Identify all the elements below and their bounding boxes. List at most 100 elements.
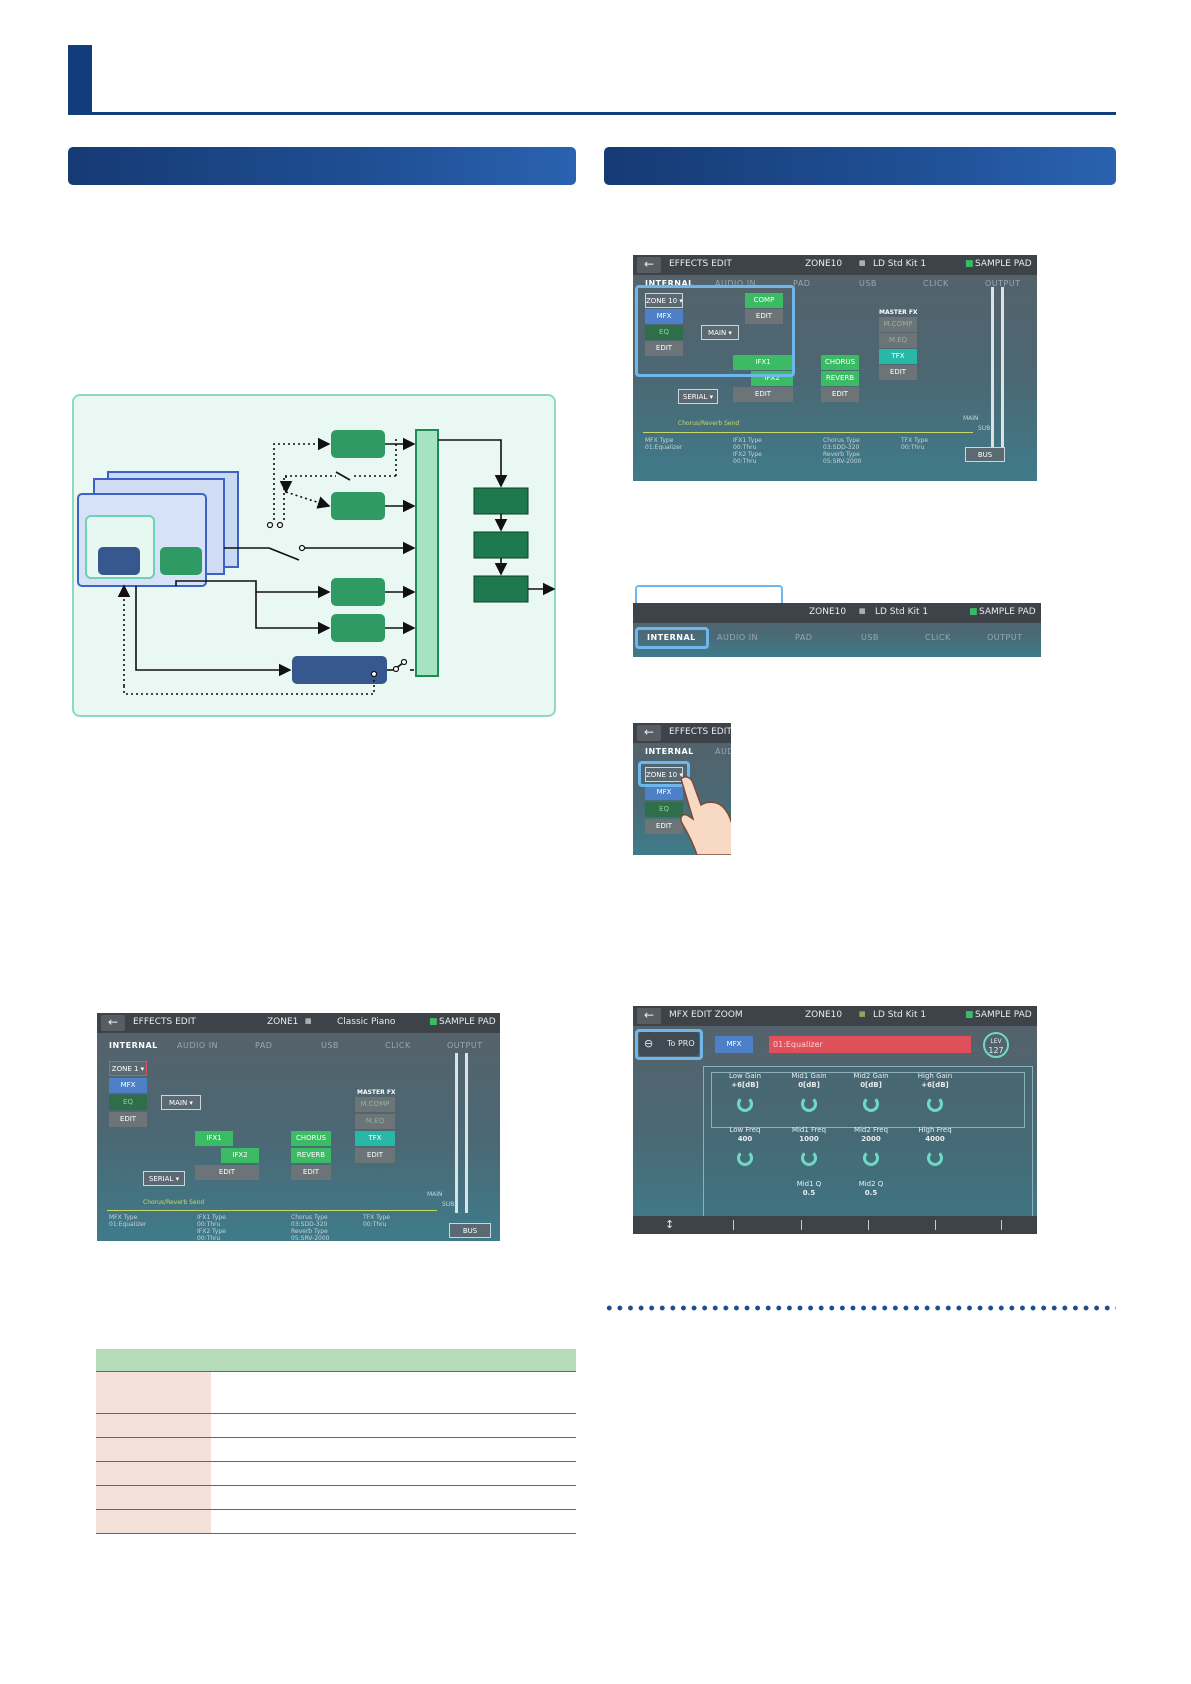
effects-edit-screen-zone1: ← EFFECTS EDIT ZONE1 ▦ Classic Piano ■ S… bbox=[97, 1013, 500, 1241]
zone-select[interactable]: ZONE 1 ▾ bbox=[109, 1061, 147, 1076]
level-value: 127 bbox=[988, 1046, 1004, 1055]
tab-bar: INTERNAL AUDIO IN PAD USB CLICK OUTPUT bbox=[633, 631, 1041, 645]
output-select-label: MAIN bbox=[169, 1099, 188, 1107]
master-edit-button[interactable]: EDIT bbox=[355, 1148, 395, 1163]
sample-pad-icon: ■ bbox=[429, 1017, 438, 1027]
tab-click[interactable]: CLICK bbox=[923, 279, 949, 288]
tab-pad[interactable]: PAD bbox=[795, 633, 813, 642]
tab-audio-in[interactable]: AUDIO IN bbox=[715, 747, 731, 756]
kit-icon: ▦ bbox=[859, 259, 866, 267]
edit-button[interactable]: EDIT bbox=[645, 819, 683, 834]
chorus-button[interactable]: CHORUS bbox=[821, 355, 859, 370]
tfx-button[interactable]: TFX bbox=[879, 349, 917, 364]
tab-click[interactable]: CLICK bbox=[385, 1041, 411, 1050]
tab-audio-in[interactable]: AUDIO IN bbox=[177, 1041, 219, 1050]
eq-button[interactable]: EQ bbox=[645, 802, 683, 817]
mfx-button[interactable]: MFX bbox=[109, 1078, 147, 1093]
chorus-reverb-edit-button[interactable]: EDIT bbox=[291, 1165, 331, 1180]
back-arrow-icon[interactable]: ← bbox=[637, 1008, 661, 1024]
meq-button[interactable]: M.EQ bbox=[355, 1114, 395, 1129]
tab-output[interactable]: OUTPUT bbox=[447, 1041, 483, 1050]
mcomp-button[interactable]: M.COMP bbox=[879, 317, 917, 332]
mfx-type-value: 01:Equalizer bbox=[109, 1221, 147, 1228]
send-line bbox=[107, 1210, 437, 1211]
zone-select[interactable]: ZONE 10 ▾ bbox=[645, 767, 683, 782]
tab-pad[interactable]: PAD bbox=[793, 279, 811, 288]
sample-pad-label: SAMPLE PAD bbox=[439, 1017, 496, 1027]
ifx2-type-label: IFX2 Type bbox=[733, 451, 762, 458]
comp-button[interactable]: COMP bbox=[745, 293, 783, 308]
ifx-edit-button[interactable]: EDIT bbox=[195, 1165, 259, 1180]
param-value: 0[dB] bbox=[860, 1081, 882, 1089]
chorus-button[interactable]: CHORUS bbox=[291, 1131, 331, 1146]
bus-button[interactable]: BUS bbox=[965, 447, 1005, 462]
ifx1-button[interactable]: IFX1 bbox=[195, 1131, 233, 1146]
to-pro-button[interactable]: ⊖ To PRO bbox=[639, 1032, 699, 1056]
tab-usb[interactable]: USB bbox=[859, 279, 877, 288]
edit-button[interactable]: EDIT bbox=[645, 341, 683, 356]
tab-internal[interactable]: INTERNAL bbox=[647, 633, 696, 642]
tfx-button[interactable]: TFX bbox=[355, 1131, 395, 1146]
bus-button[interactable]: BUS bbox=[449, 1223, 491, 1238]
param-knob[interactable]: High Gain+6[dB] bbox=[907, 1072, 963, 1112]
kit-name: LD Std Kit 1 bbox=[873, 1010, 927, 1020]
mcomp-button[interactable]: M.COMP bbox=[355, 1097, 395, 1112]
eq-button[interactable]: EQ bbox=[109, 1095, 147, 1110]
output-select[interactable]: MAIN ▾ bbox=[701, 325, 739, 340]
tab-audio-in[interactable]: AUDIO IN bbox=[715, 279, 757, 288]
level-knob[interactable]: LEV 127 bbox=[983, 1032, 1009, 1058]
edit-button[interactable]: EDIT bbox=[109, 1112, 147, 1127]
serial-select[interactable]: SERIAL ▾ bbox=[143, 1171, 185, 1186]
param-knob[interactable]: Low Gain+6[dB] bbox=[717, 1072, 773, 1112]
tab-output[interactable]: OUTPUT bbox=[985, 279, 1021, 288]
back-arrow-icon[interactable]: ← bbox=[637, 725, 661, 741]
mfx-button[interactable]: MFX bbox=[645, 309, 683, 324]
tab-click[interactable]: CLICK bbox=[925, 633, 951, 642]
table-row bbox=[96, 1370, 576, 1414]
ifx2-button[interactable]: IFX2 bbox=[221, 1148, 259, 1163]
tab-audio-in[interactable]: AUDIO IN bbox=[717, 633, 759, 642]
parameter-table bbox=[96, 1349, 576, 1534]
knob-dial-icon bbox=[863, 1096, 879, 1112]
tab-usb[interactable]: USB bbox=[321, 1041, 339, 1050]
chorus-type-value: 03:SDD-320 bbox=[291, 1221, 328, 1228]
fx-block-1 bbox=[331, 430, 385, 458]
ifx1-button[interactable]: IFX1 bbox=[733, 355, 793, 370]
mfx-button[interactable]: MFX bbox=[645, 785, 683, 800]
chorus-reverb-edit-button[interactable]: EDIT bbox=[821, 387, 859, 402]
master-edit-button[interactable]: EDIT bbox=[879, 365, 917, 380]
gain-group bbox=[711, 1072, 1025, 1128]
scroll-icon[interactable]: ↕ bbox=[665, 1218, 675, 1231]
tab-internal[interactable]: INTERNAL bbox=[645, 279, 694, 288]
footer-bar: ↕ bbox=[633, 1216, 1037, 1234]
zone-select[interactable]: ZONE 10 ▾ bbox=[645, 293, 683, 308]
tab-pad[interactable]: PAD bbox=[255, 1041, 273, 1050]
output-select[interactable]: MAIN ▾ bbox=[161, 1095, 201, 1110]
back-arrow-icon[interactable]: ← bbox=[101, 1015, 125, 1031]
tab-output[interactable]: OUTPUT bbox=[987, 633, 1023, 642]
back-arrow-icon[interactable]: ← bbox=[637, 257, 661, 273]
tab-usb[interactable]: USB bbox=[861, 633, 879, 642]
serial-select[interactable]: SERIAL ▾ bbox=[678, 389, 718, 404]
comp-edit-button[interactable]: EDIT bbox=[745, 309, 783, 324]
eq-button[interactable]: EQ bbox=[645, 325, 683, 340]
tab-internal[interactable]: INTERNAL bbox=[645, 747, 694, 756]
param-value: 0[dB] bbox=[798, 1081, 820, 1089]
tab-internal[interactable]: INTERNAL bbox=[109, 1041, 158, 1050]
mfx-button[interactable]: MFX bbox=[715, 1036, 753, 1053]
meq-button[interactable]: M.EQ bbox=[879, 333, 917, 348]
kit-icon: ▦ bbox=[859, 1010, 866, 1018]
mfx-type-field[interactable]: 01:Equalizer bbox=[769, 1036, 971, 1053]
reverb-button[interactable]: REVERB bbox=[821, 371, 859, 386]
ifx-edit-button[interactable]: EDIT bbox=[733, 387, 793, 402]
zone-label: ZONE10 bbox=[805, 259, 843, 269]
reverb-button[interactable]: REVERB bbox=[291, 1148, 331, 1163]
